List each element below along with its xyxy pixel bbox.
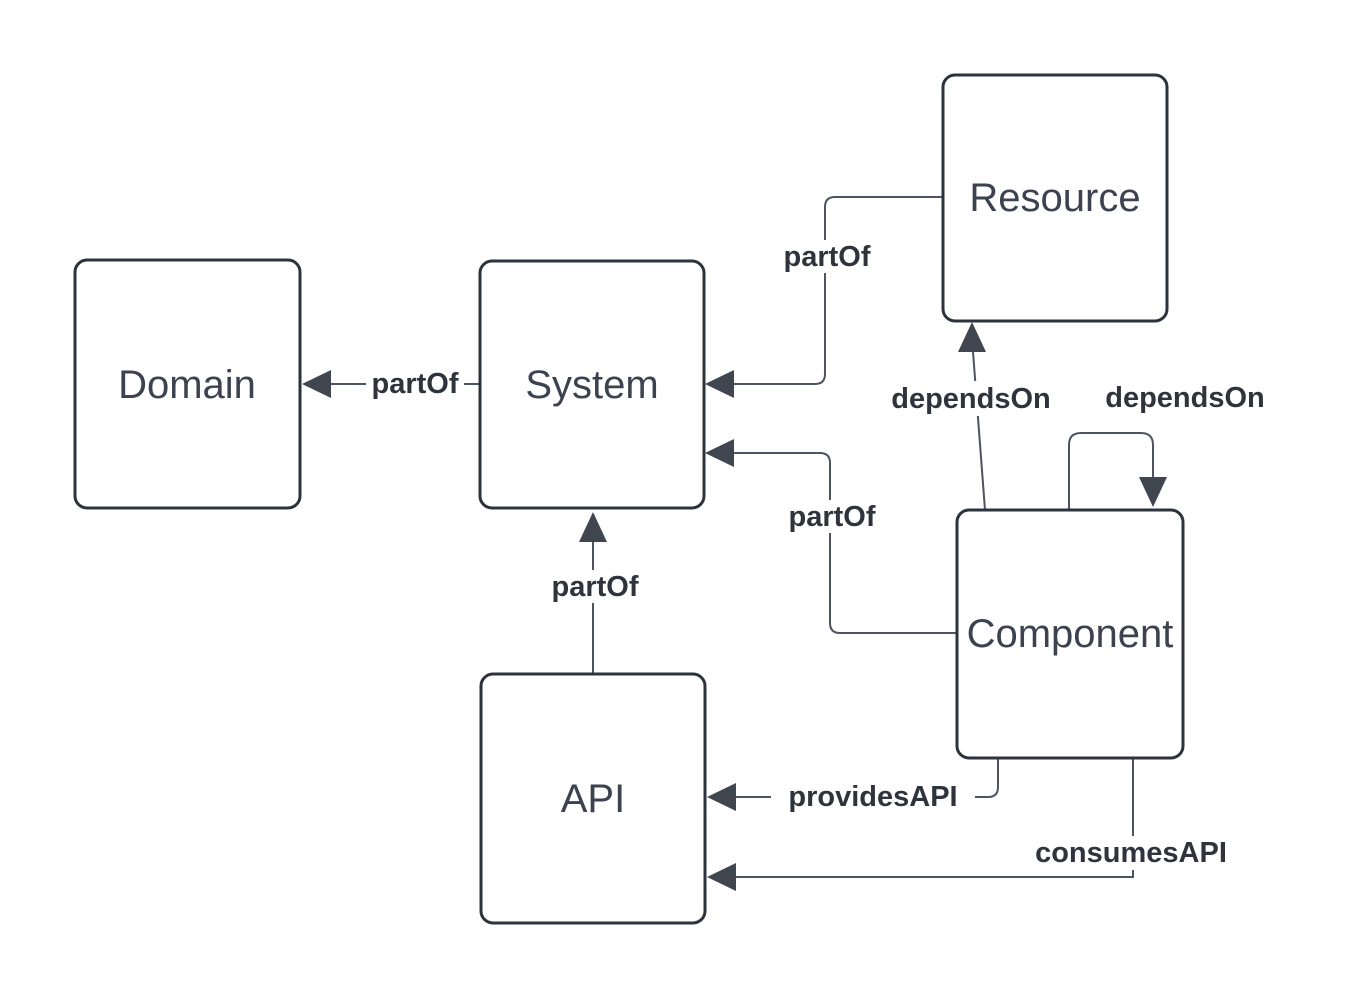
edge-label-bg: [771, 780, 975, 814]
edge-label-partof-domain: partOf: [372, 368, 459, 400]
edge-label-dependson-self: dependsOn: [1105, 382, 1265, 414]
edge-label-consumesapi: consumesAPI: [1035, 837, 1227, 869]
edge-line-providesapi[interactable]: [736, 758, 999, 798]
edge-line-component-system[interactable]: [734, 452, 957, 634]
edge-label-providesapi: providesAPI: [788, 781, 957, 813]
edge-component-partof-system: partOf: [705, 439, 957, 634]
node-resource: Resource: [941, 73, 1169, 323]
node-domain-box[interactable]: [73, 258, 302, 510]
edge-label-bg: [1021, 836, 1243, 870]
edge-resource-partof-system: partOf: [705, 196, 943, 398]
arrowhead-into-domain: [302, 370, 331, 398]
node-system-box[interactable]: [478, 259, 706, 510]
edge-api-partof-system: partOf: [543, 512, 647, 674]
edge-component-providesapi-api: providesAPI: [707, 758, 999, 814]
edge-component-dependson-resource: dependsOn: [878, 322, 1064, 511]
arrowhead-into-system-3: [579, 512, 607, 542]
edge-label-bg: [878, 381, 1064, 416]
edge-label-bg: [1092, 380, 1278, 415]
node-component-box[interactable]: [955, 508, 1185, 760]
edge-label-bg: [543, 570, 647, 603]
edge-label-dependson-resource: dependsOn: [891, 383, 1051, 415]
edge-component-dependson-self: dependsOn: [1068, 380, 1278, 510]
edge-label-bg: [366, 368, 464, 400]
arrowhead-into-system-1: [705, 370, 734, 398]
edge-system-partof-domain: partOf: [302, 368, 480, 400]
edge-line-resource-system[interactable]: [734, 196, 943, 385]
node-resource-label: Resource: [969, 176, 1140, 220]
arrowhead-into-api-1: [707, 783, 736, 811]
edge-component-consumesapi-api: consumesAPI: [707, 758, 1243, 891]
arrowhead-into-api-2: [707, 863, 736, 891]
node-domain: Domain: [73, 258, 302, 510]
node-resource-box[interactable]: [941, 73, 1169, 323]
node-component-label: Component: [967, 612, 1174, 656]
arrowhead-into-system-2: [705, 439, 734, 467]
arrowhead-into-component: [1139, 477, 1167, 507]
edge-line-component-resource[interactable]: [972, 351, 986, 511]
node-api: API: [479, 672, 707, 925]
node-component: Component: [955, 508, 1185, 760]
edge-label-partof-api: partOf: [552, 571, 639, 603]
node-api-label: API: [561, 777, 625, 821]
node-system: System: [478, 259, 706, 510]
edge-label-bg: [775, 240, 879, 273]
node-domain-label: Domain: [118, 363, 256, 407]
edge-line-self-loop[interactable]: [1068, 432, 1154, 510]
node-api-box[interactable]: [479, 672, 707, 925]
edge-label-partof-resource: partOf: [784, 241, 871, 273]
edge-label-bg: [780, 500, 884, 533]
node-system-label: System: [525, 363, 658, 407]
edge-label-partof-component: partOf: [789, 501, 876, 533]
arrowhead-into-resource: [958, 322, 986, 352]
edge-line-consumesapi[interactable]: [736, 758, 1134, 878]
